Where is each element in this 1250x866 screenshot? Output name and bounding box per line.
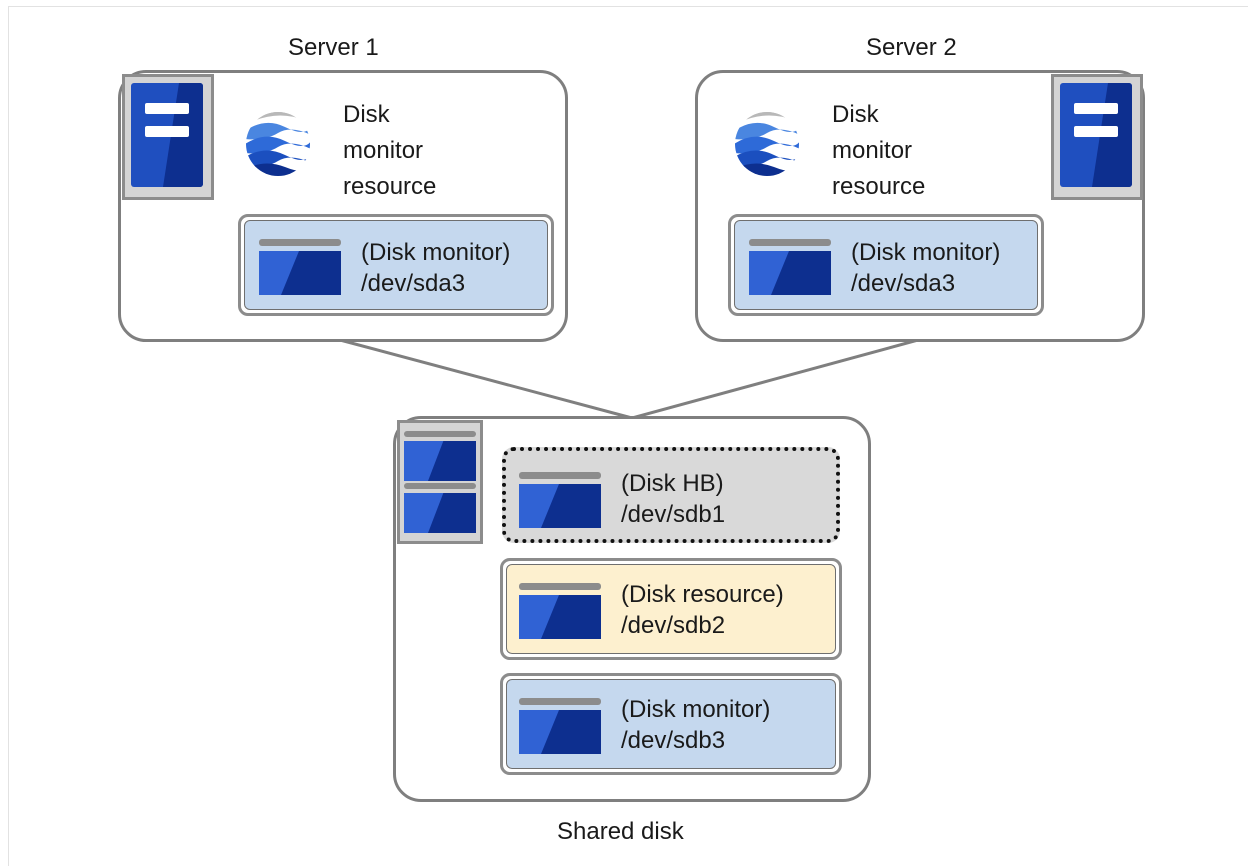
shared-partition-sdb3-text: (Disk monitor) /dev/sdb3: [621, 696, 771, 754]
disk-partition-icon: [259, 239, 341, 295]
shared-partition-sdb2: (Disk resource) /dev/sdb2: [500, 558, 842, 660]
disk-partition-icon: [519, 698, 601, 754]
server1-partition-text: (Disk monitor) /dev/sda3: [361, 239, 511, 297]
shared-partition-sdb1: (Disk HB) /dev/sdb1: [502, 447, 840, 543]
server1-icon-frame: [122, 74, 214, 200]
server2-partition-sda3: (Disk monitor) /dev/sda3: [728, 214, 1044, 316]
server2-partition-text: (Disk monitor) /dev/sda3: [851, 239, 1001, 297]
server-icon: [131, 83, 203, 187]
disk-partition-icon: [749, 239, 831, 295]
shared-partition-sdb2-text: (Disk resource) /dev/sdb2: [621, 581, 784, 639]
server1-title: Server 1: [288, 34, 379, 61]
shared-disk-box: (Disk HB) /dev/sdb1 (Disk resource) /dev…: [393, 416, 871, 802]
server-icon: [1060, 83, 1132, 187]
disk-monitor-logo-icon: [246, 112, 310, 176]
connector-server1: [339, 338, 633, 420]
shared-partition-sdb3: (Disk monitor) /dev/sdb3: [500, 673, 842, 775]
server2-icon-frame: [1051, 74, 1143, 200]
server2-title: Server 2: [866, 34, 957, 61]
server2-box: Disk monitor resource (Disk monitor) /de…: [695, 70, 1145, 342]
connector-server2: [631, 338, 919, 420]
diagram-frame: [8, 6, 1248, 866]
disk-partition-icon: [519, 583, 601, 639]
disk-monitor-logo-icon: [735, 112, 799, 176]
shared-disk-icon: [404, 483, 476, 535]
shared-disk-icon-frame: [397, 420, 483, 544]
server1-box: Disk monitor resource (Disk monitor) /de…: [118, 70, 568, 342]
shared-partition-sdb1-text: (Disk HB) /dev/sdb1: [621, 470, 726, 528]
disk-partition-icon: [519, 472, 601, 528]
shared-disk-title: Shared disk: [557, 818, 684, 845]
server1-monitor-label: Disk monitor resource: [343, 101, 437, 200]
shared-disk-icon: [404, 431, 476, 483]
server1-partition-sda3: (Disk monitor) /dev/sda3: [238, 214, 554, 316]
server2-monitor-label: Disk monitor resource: [832, 101, 926, 200]
